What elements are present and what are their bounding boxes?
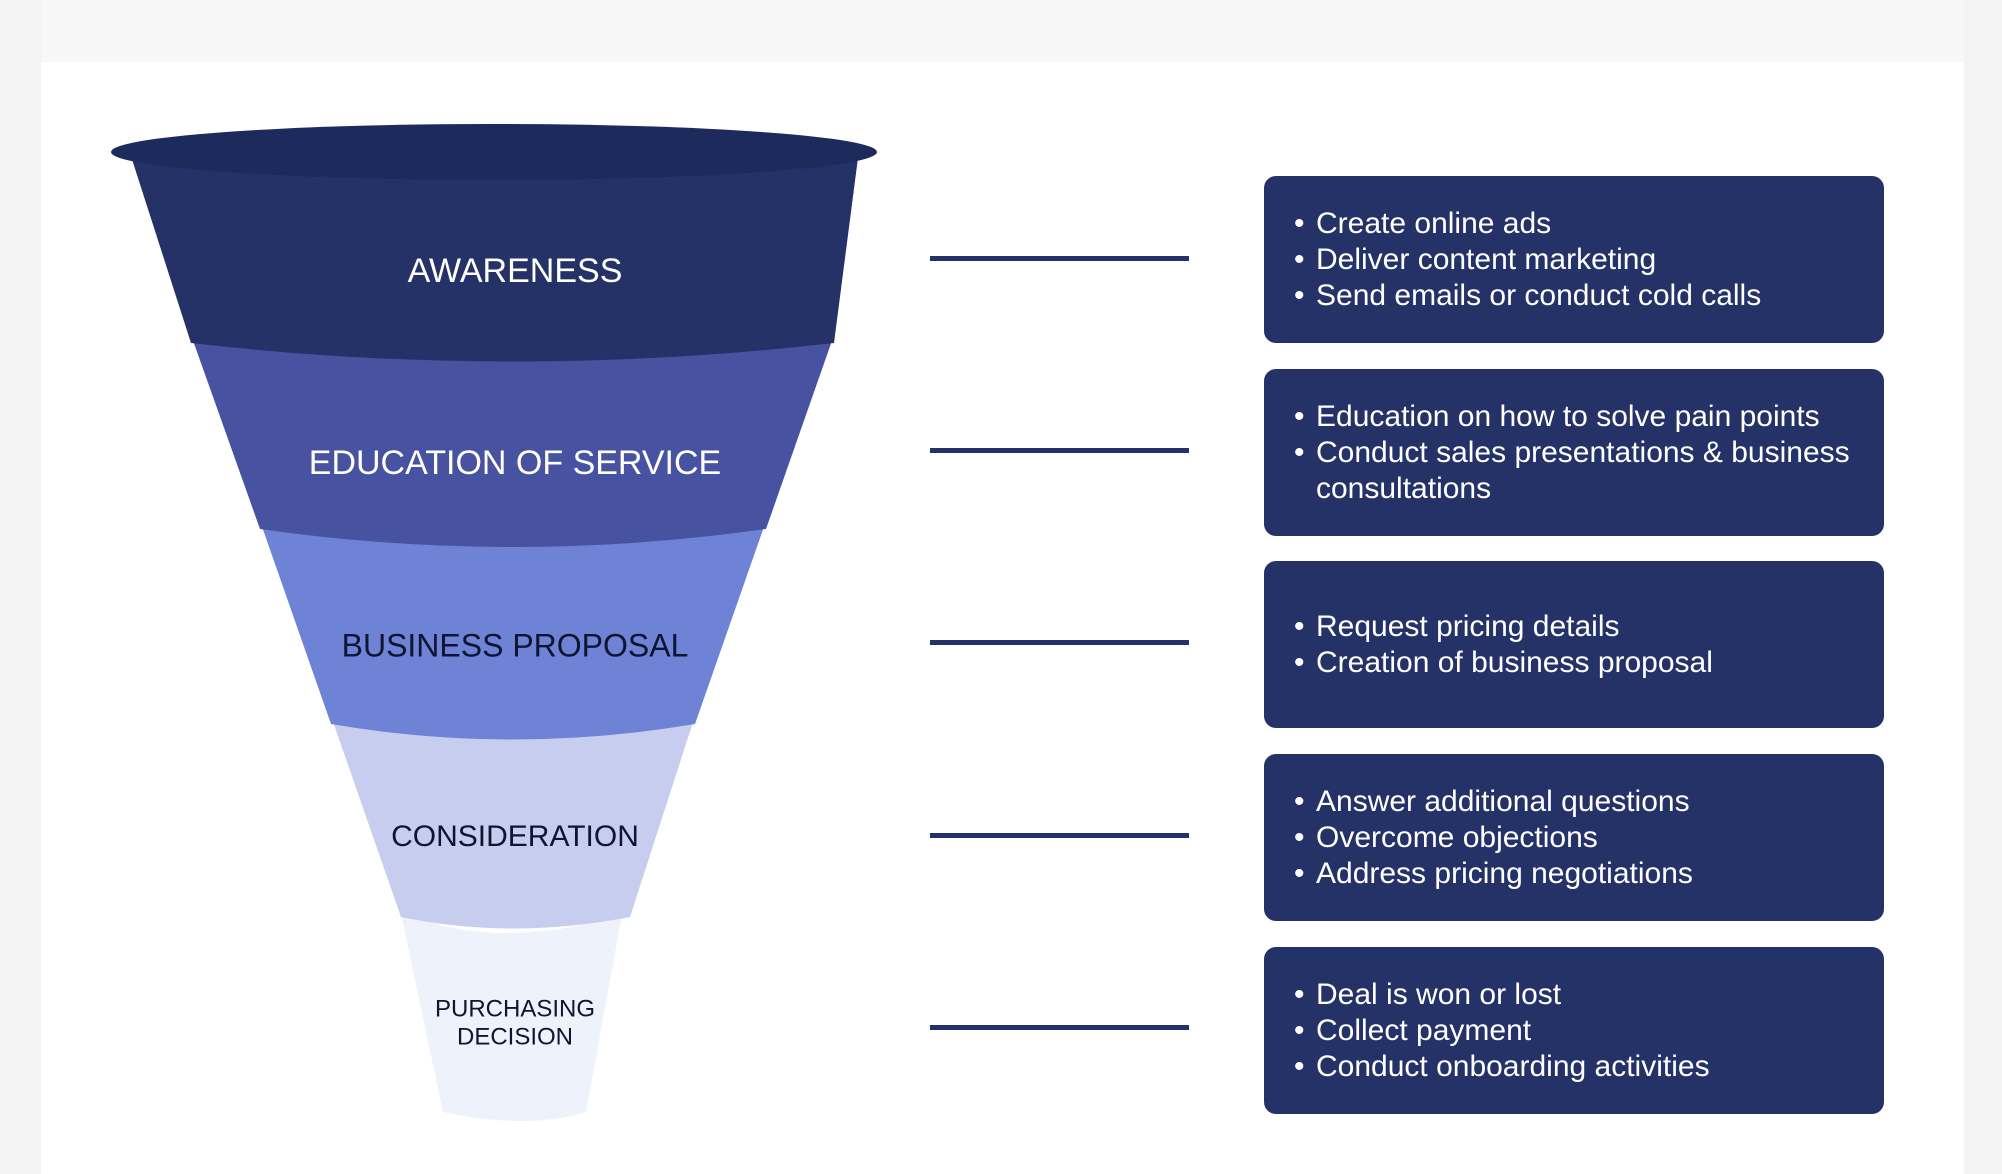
connector-proposal xyxy=(930,640,1189,645)
bullet-item: Send emails or conduct cold calls xyxy=(1294,278,1876,314)
stage-label-purchasing-line2: DECISION xyxy=(457,1023,573,1050)
connector-consideration xyxy=(930,833,1189,838)
info-box-purchasing: Deal is won or lost Collect payment Cond… xyxy=(1264,947,1884,1114)
stage-label-proposal: BUSINESS PROPOSAL xyxy=(342,627,689,663)
diagram-canvas: AWARENESS EDUCATION OF SERVICE BUSINESS … xyxy=(41,0,1964,1174)
info-box-proposal: Request pricing details Creation of busi… xyxy=(1264,561,1884,728)
top-band xyxy=(41,0,1964,62)
info-box-consideration: Answer additional questions Overcome obj… xyxy=(1264,754,1884,921)
connector-education xyxy=(930,448,1189,453)
info-box-awareness: Create online ads Deliver content market… xyxy=(1264,176,1884,343)
funnel-segment-proposal xyxy=(260,521,766,740)
info-box-education: Education on how to solve pain points Co… xyxy=(1264,369,1884,536)
bullet-item: Overcome objections xyxy=(1294,820,1876,856)
connector-awareness xyxy=(930,256,1189,261)
bullet-item: Creation of business proposal xyxy=(1294,645,1876,681)
stage-label-purchasing-line1: PURCHASING xyxy=(435,995,595,1022)
funnel-rim xyxy=(111,124,877,180)
bullet-item: Deliver content marketing xyxy=(1294,242,1876,278)
connector-purchasing xyxy=(930,1025,1189,1030)
funnel-segment-purchasing xyxy=(400,909,623,1121)
bullet-item: Education on how to solve pain points xyxy=(1294,399,1876,435)
stage-label-consideration: CONSIDERATION xyxy=(391,820,639,853)
funnel-segment-consideration xyxy=(331,716,695,929)
bullet-item: Address pricing negotiations xyxy=(1294,856,1876,892)
funnel-segment-education xyxy=(191,335,834,547)
sales-funnel: AWARENESS EDUCATION OF SERVICE BUSINESS … xyxy=(111,124,877,1121)
bullet-item: Deal is won or lost xyxy=(1294,977,1876,1013)
funnel-segment-awareness xyxy=(129,150,859,362)
bullet-item: Conduct sales presentations & business c… xyxy=(1294,435,1876,507)
bullet-item: Answer additional questions xyxy=(1294,784,1876,820)
bullet-item: Conduct onboarding activities xyxy=(1294,1049,1876,1085)
bullet-item: Create online ads xyxy=(1294,206,1876,242)
bullet-item: Request pricing details xyxy=(1294,609,1876,645)
stage-label-education: EDUCATION OF SERVICE xyxy=(309,444,721,482)
stage-label-awareness: AWARENESS xyxy=(408,252,623,290)
bullet-item: Collect payment xyxy=(1294,1013,1876,1049)
